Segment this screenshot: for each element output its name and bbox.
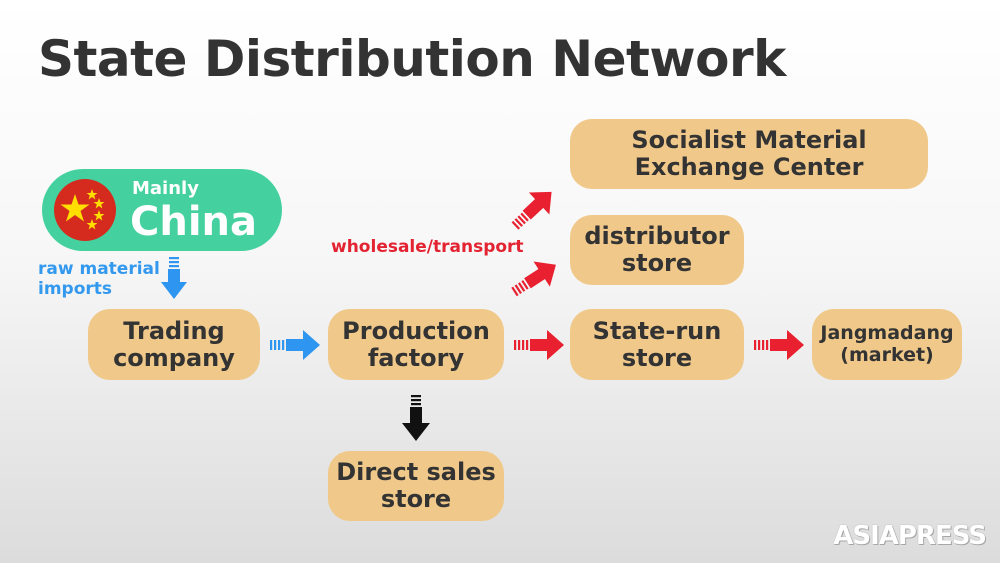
arrow-production-to-state-run	[514, 330, 564, 360]
arrow-production-to-direct-sales	[402, 395, 430, 441]
arrow-state-run-to-jangmadang	[754, 330, 804, 360]
china-flag-icon	[54, 179, 116, 241]
source-china-pill: Mainly China	[42, 169, 282, 251]
arrow-production-to-exchange-center	[504, 180, 562, 237]
watermark-logo: ASIAPRESS	[833, 521, 987, 551]
jangmadang-market-node: Jangmadang(market)	[812, 309, 962, 380]
arrow-production-to-distributor	[505, 252, 565, 305]
raw-material-imports-label: raw material imports	[38, 259, 160, 300]
page-title: State Distribution Network	[38, 30, 786, 88]
arrow-trading-to-production	[270, 330, 320, 360]
wholesale-transport-label: wholesale/transport	[331, 237, 524, 257]
arrow-china-to-trading	[161, 257, 187, 299]
china-label: China	[130, 199, 258, 245]
mainly-label: Mainly	[132, 178, 199, 199]
